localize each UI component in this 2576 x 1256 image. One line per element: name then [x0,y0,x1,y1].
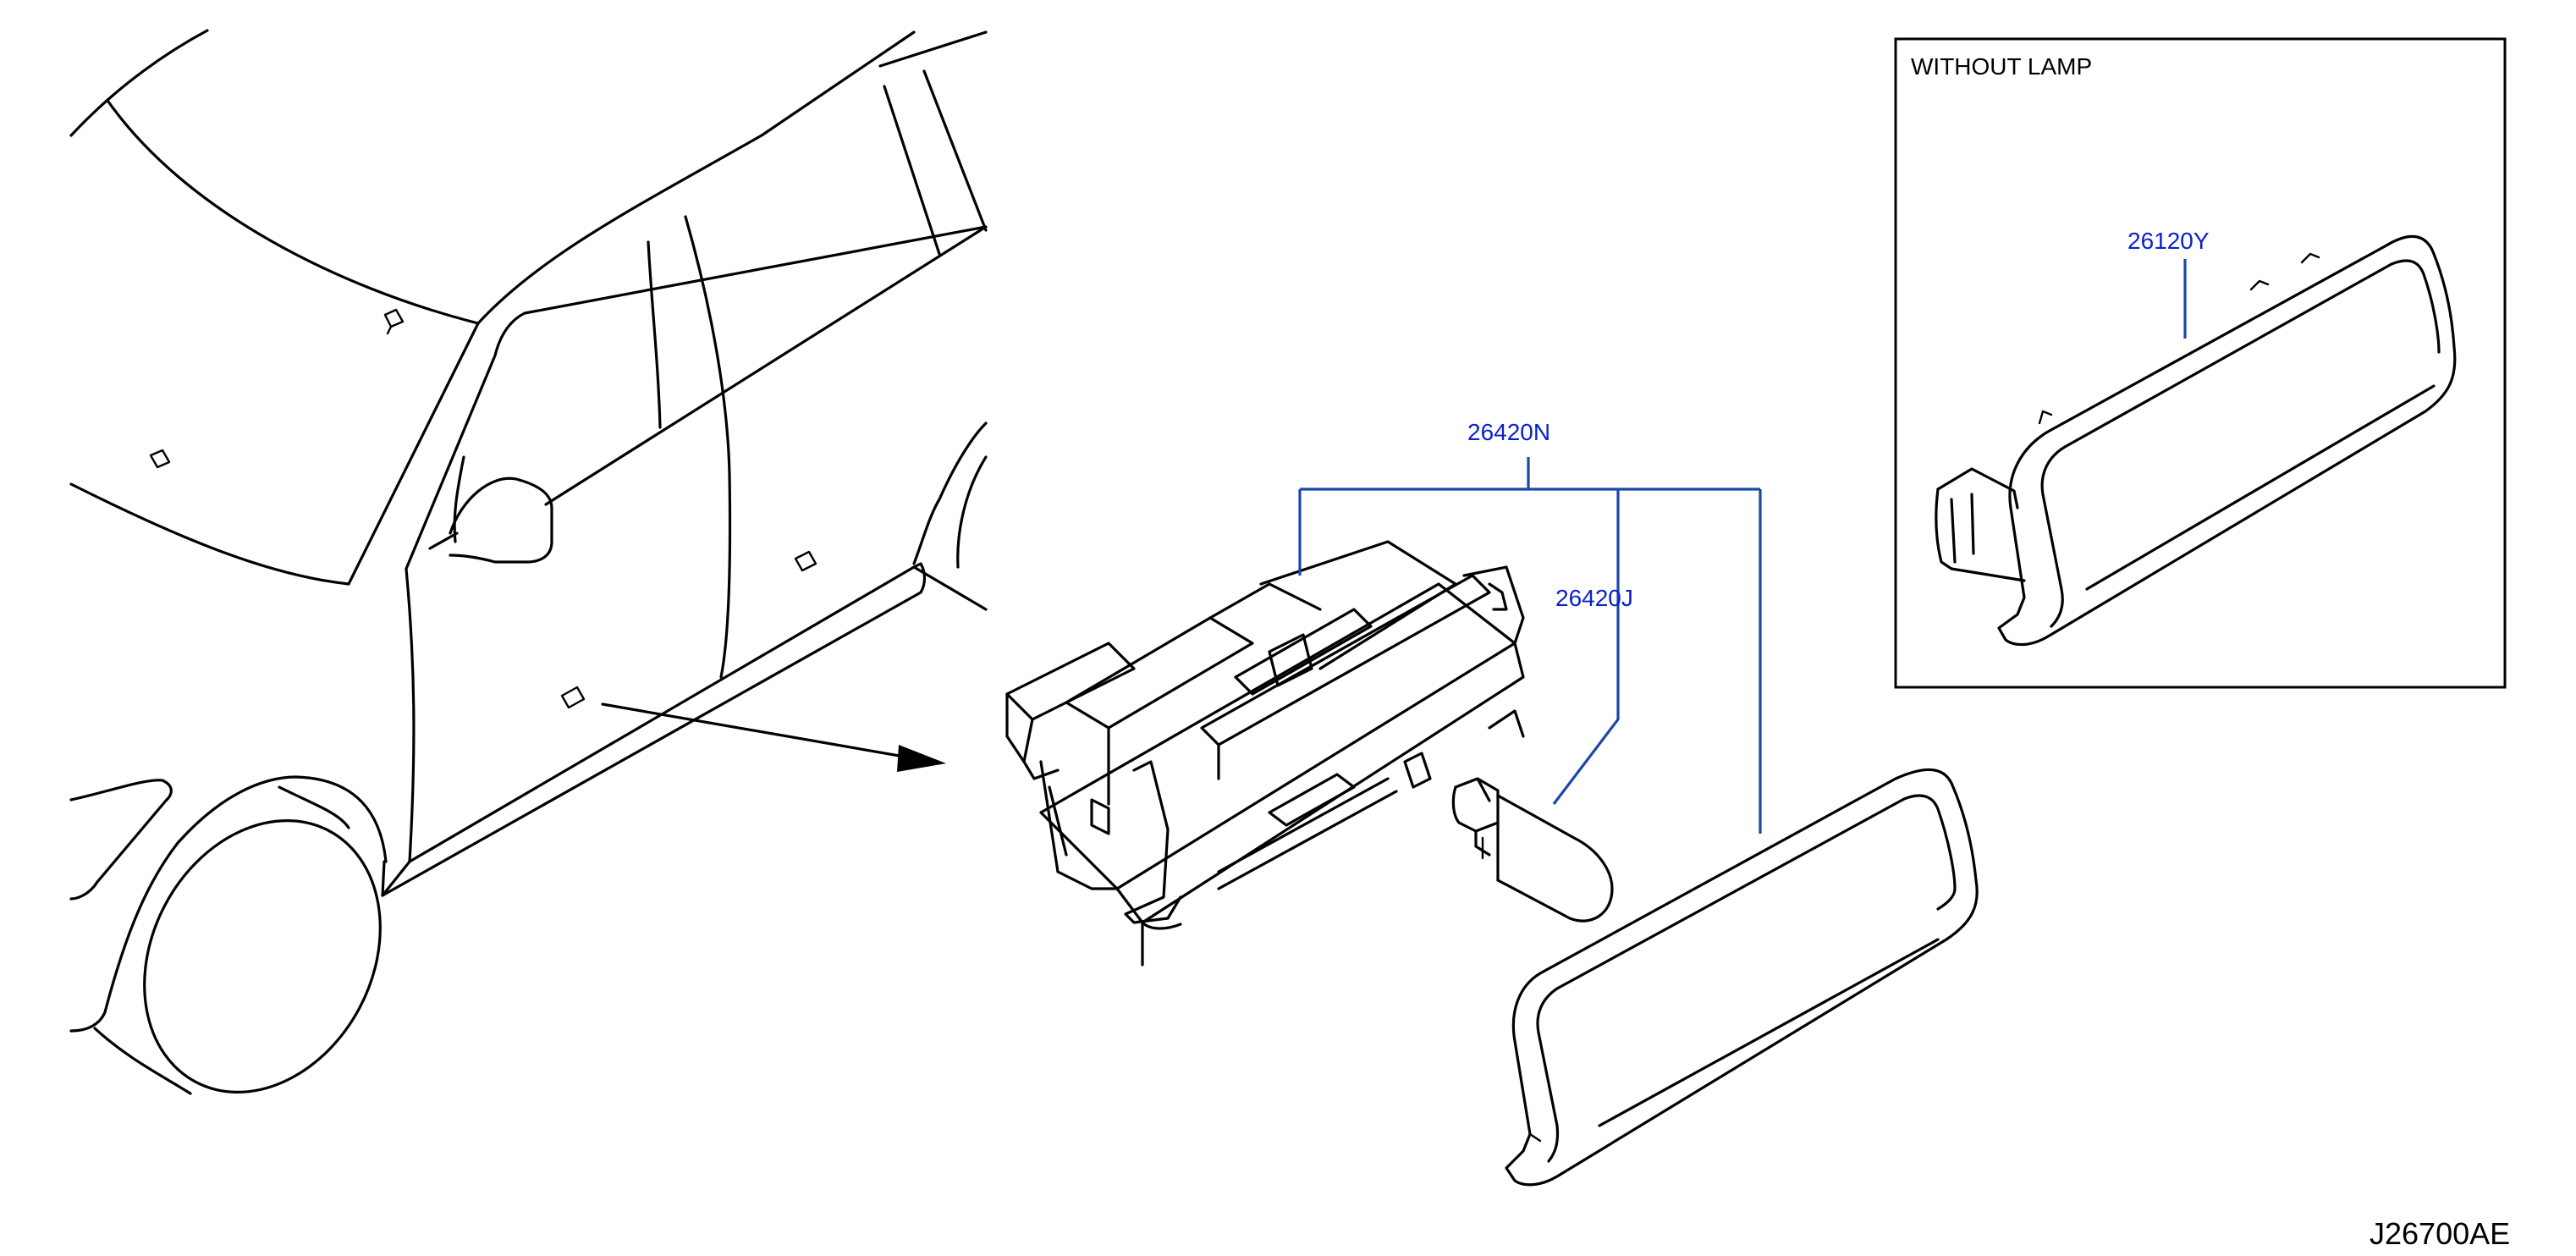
inset-title: WITHOUT LAMP [1911,53,2092,80]
location-arrow [601,702,946,772]
vehicle-outline [69,29,988,1095]
leader-lines [1298,259,2187,834]
lens-part [1505,768,1979,1187]
drawing-code: J26700AE [2370,1216,2510,1251]
bulb-part [1451,777,1614,923]
lamp-housing-part [1005,540,1525,967]
inset-without-lamp: WITHOUT LAMP 26120Y [1894,37,2507,689]
callout-26120y: 26120Y [2127,228,2210,254]
callout-26420n: 26420N [1467,419,1550,445]
callout-26420j: 26420J [1555,585,1633,611]
